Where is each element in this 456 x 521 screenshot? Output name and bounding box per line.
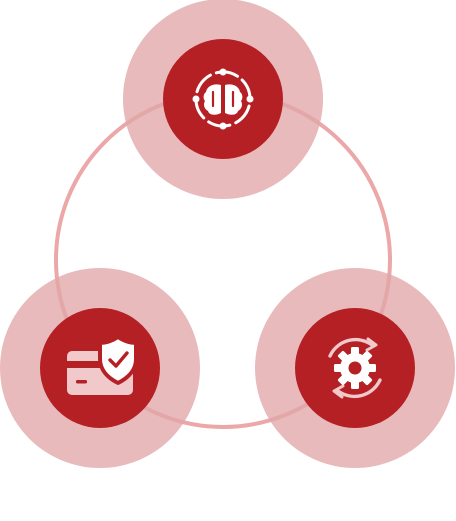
brain-icon bbox=[192, 68, 254, 130]
shield-card-icon bbox=[67, 335, 138, 395]
node-bottom-right bbox=[255, 268, 455, 468]
gear-cycle-icon bbox=[328, 337, 382, 399]
node-top-core bbox=[163, 39, 283, 159]
node-bottom-left bbox=[0, 268, 200, 468]
node-top bbox=[123, 0, 323, 199]
